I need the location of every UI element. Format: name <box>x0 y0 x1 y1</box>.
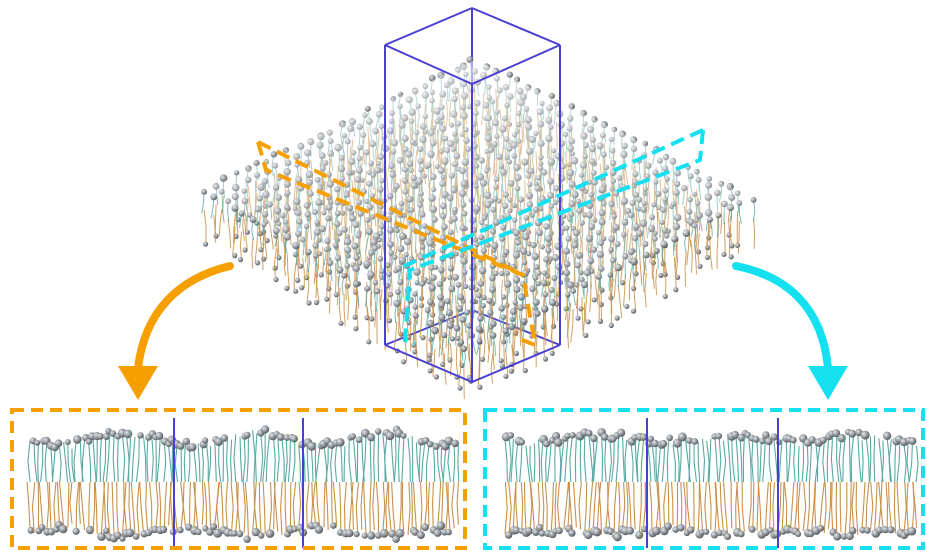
slice-lower-leaflet <box>504 481 918 542</box>
cyan-arrow <box>732 262 848 400</box>
orange-plane-top-edge <box>257 140 524 277</box>
slice-upper-leaflet <box>27 425 460 483</box>
lipid-bilayer-3d <box>201 56 757 399</box>
cyan-slice-frame <box>483 408 925 550</box>
slice-upper-leaflet <box>501 428 919 483</box>
slice-lower-leaflet <box>26 481 459 543</box>
orange-arrow <box>118 262 234 400</box>
cyan-plane-top-edge <box>399 128 704 270</box>
cyan-cross-section-plane <box>402 129 705 346</box>
cyan-slice-lipids <box>501 428 919 542</box>
cyan-slice-panel <box>483 408 925 550</box>
orange-slice-panel <box>10 408 467 550</box>
simulation-box-front-edges <box>384 44 561 383</box>
orange-slice-frame <box>10 408 467 550</box>
orange-slice-lipids <box>26 425 460 543</box>
depth-haze <box>205 60 752 348</box>
